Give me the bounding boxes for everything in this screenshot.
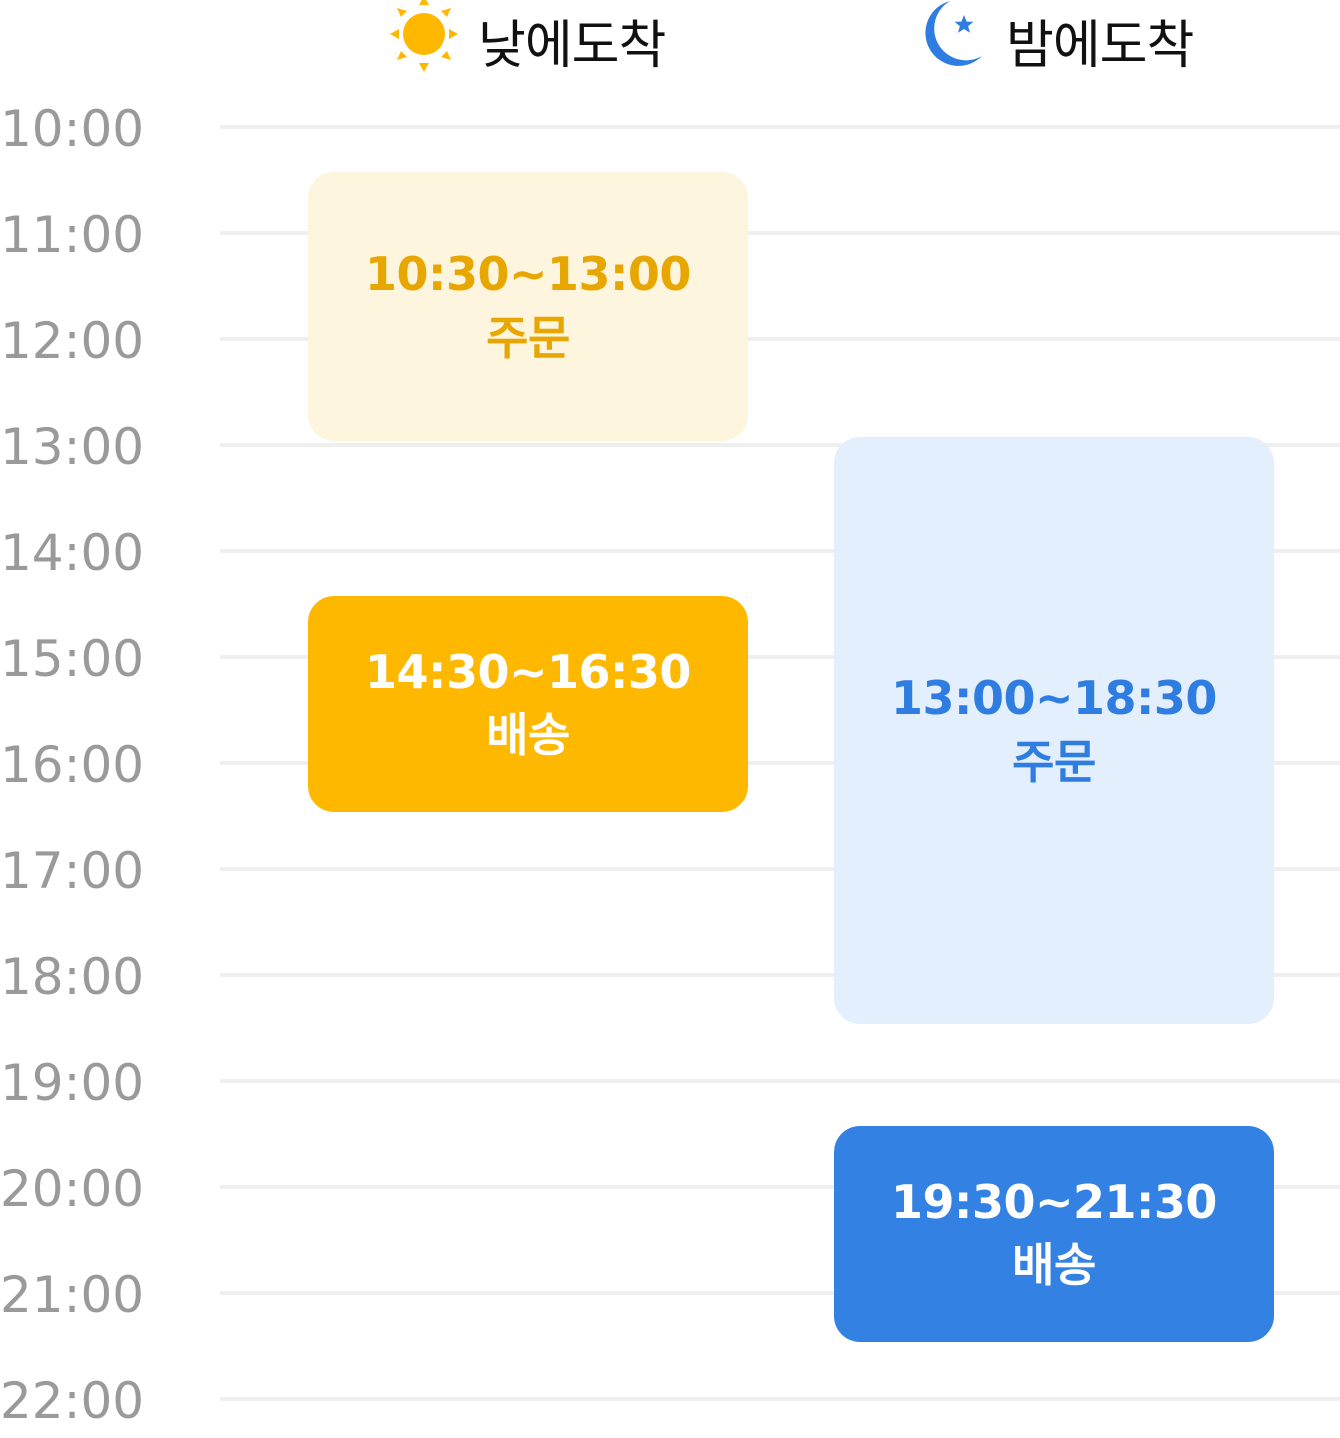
hour-grid-line: [220, 973, 1340, 977]
night-column-header: 밤에도착: [918, 0, 1194, 80]
hour-grid-line: [220, 125, 1340, 129]
hour-label: 16:00: [0, 736, 145, 794]
sun-icon: [388, 0, 460, 87]
schedule-block-day-order: 10:30~13:00 주문: [308, 172, 748, 441]
hour-label: 12:00: [0, 312, 145, 370]
block-label: 배송: [1012, 1238, 1096, 1292]
hour-grid-line: [220, 1291, 1340, 1295]
hour-grid-line: [220, 337, 1340, 341]
block-label: 주문: [1012, 734, 1096, 789]
hour-grid-line: [220, 655, 1340, 659]
block-time-range: 10:30~13:00: [365, 247, 691, 302]
day-column-title: 낮에도착: [478, 15, 666, 76]
hour-grid-line: [220, 231, 1340, 235]
block-time-range: 19:30~21:30: [891, 1174, 1217, 1229]
hour-grid-line: [220, 761, 1340, 765]
hour-grid-line: [220, 549, 1340, 553]
day-column-header: 낮에도착: [388, 0, 666, 80]
schedule-block-night-order: 13:00~18:30 주문: [834, 437, 1274, 1024]
hour-label: 13:00: [0, 418, 145, 476]
block-label: 주문: [486, 310, 570, 365]
hour-label: 11:00: [0, 206, 145, 264]
hour-label: 14:00: [0, 524, 145, 582]
hour-label: 10:00: [0, 100, 145, 158]
schedule-block-night-delivery: 19:30~21:30 배송: [834, 1126, 1274, 1342]
moon-star-icon: [918, 0, 988, 87]
hour-label: 15:00: [0, 630, 145, 688]
hour-label: 20:00: [0, 1160, 145, 1218]
hour-label: 21:00: [0, 1266, 145, 1324]
block-label: 배송: [486, 708, 570, 762]
block-time-range: 14:30~16:30: [365, 644, 691, 699]
hour-label: 18:00: [0, 948, 145, 1006]
hour-label: 22:00: [0, 1372, 145, 1430]
hour-grid-line: [220, 1185, 1340, 1189]
hour-label: 17:00: [0, 842, 145, 900]
hour-grid-line: [220, 1079, 1340, 1083]
hour-grid-line: [220, 1397, 1340, 1401]
hour-grid-line: [220, 443, 1340, 447]
block-time-range: 13:00~18:30: [891, 671, 1217, 726]
hour-grid-line: [220, 867, 1340, 871]
hour-label: 19:00: [0, 1054, 145, 1112]
night-column-title: 밤에도착: [1006, 15, 1194, 76]
schedule-block-day-delivery: 14:30~16:30 배송: [308, 596, 748, 812]
